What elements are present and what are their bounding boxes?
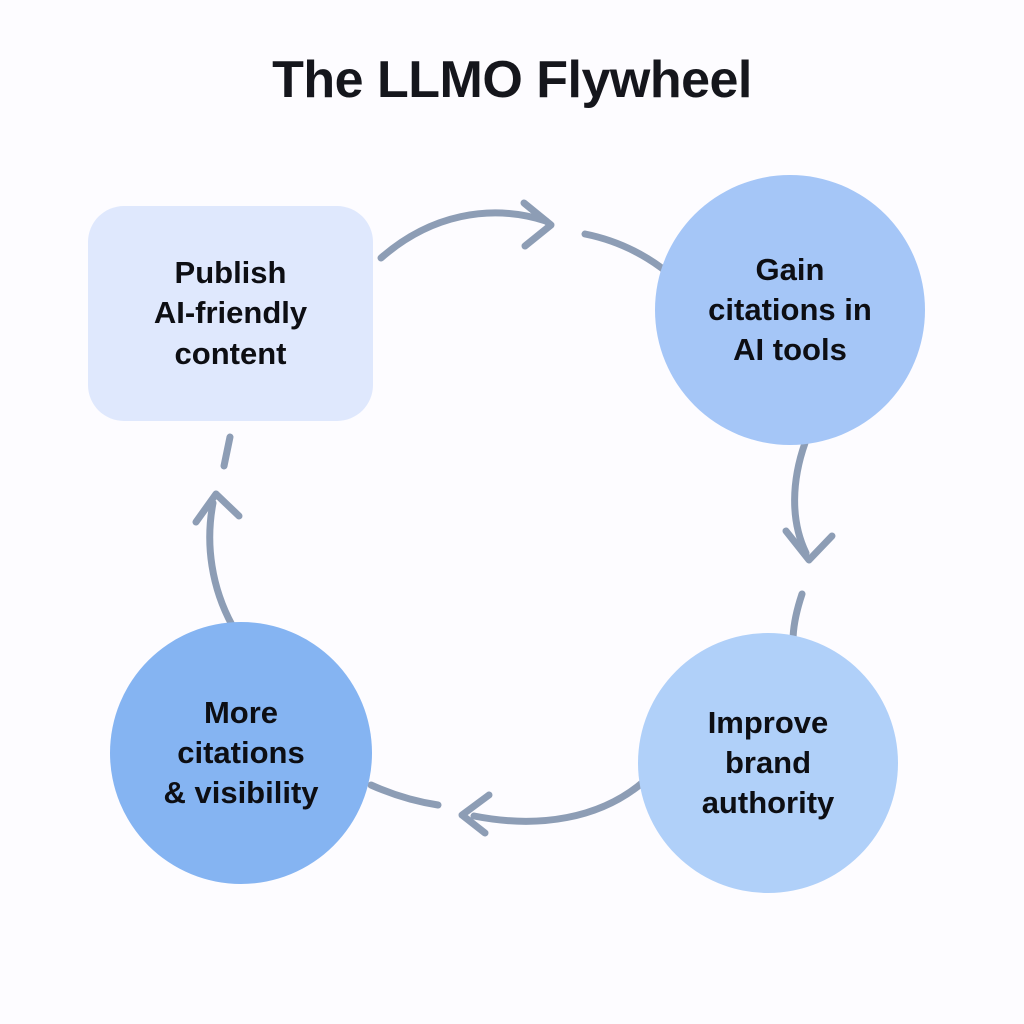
node-gain-citations-in-ai-tools[interactable]: Gain citations in AI tools	[655, 175, 925, 445]
node-publish-ai-friendly-content[interactable]: Publish AI-friendly content	[88, 206, 373, 421]
node-authority-label: Improve brand authority	[701, 704, 835, 821]
node-publish-label: Publish AI-friendly content	[153, 255, 308, 371]
arrow-authority-to-visibility	[367, 779, 646, 837]
page-title: The LLMO Flywheel	[272, 51, 752, 109]
node-improve-brand-authority[interactable]: Improve brand authority	[638, 633, 898, 893]
node-visibility-label: More citations & visibility	[163, 694, 319, 811]
arrow-gain-to-authority	[782, 439, 836, 645]
node-gain-label: Gain citations in AI tools	[708, 251, 872, 368]
arrow-publish-to-gain	[377, 199, 698, 304]
arrow-visibility-to-publish	[192, 433, 243, 629]
node-more-citations-and-visibility[interactable]: More citations & visibility	[110, 622, 372, 884]
